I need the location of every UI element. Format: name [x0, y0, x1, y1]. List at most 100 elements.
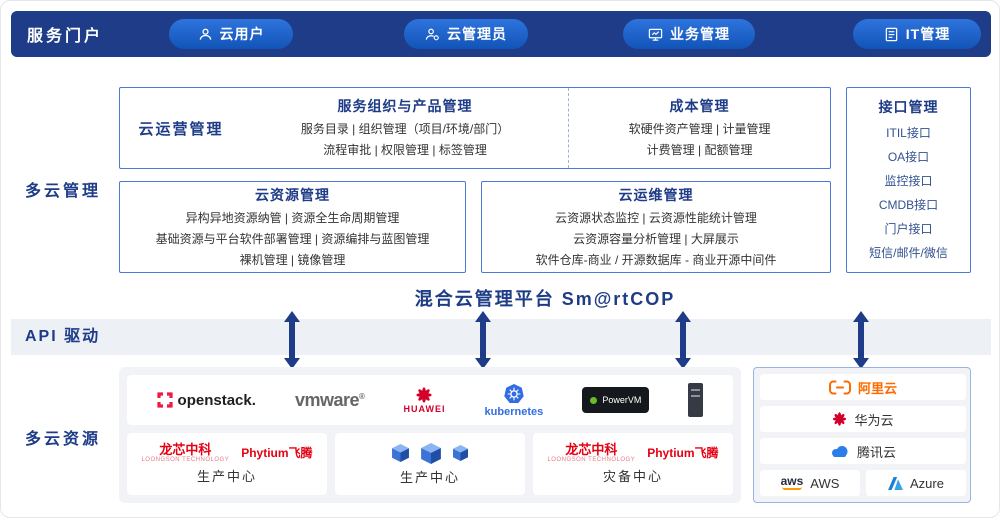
feature-line: 裸机管理 | 镜像管理	[239, 252, 346, 267]
cloud-resource-box: 云资源管理 异构异地资源纳管 | 资源全生命周期管理 基础资源与平台软件部署管理…	[119, 181, 466, 273]
feature-line: 服务目录 | 组织管理（项目/环境/部门）	[300, 122, 510, 136]
disaster-recovery-center-box: 龙芯中科 LOONGSON TECHNOLOGY Phytium飞腾 灾备中心	[533, 433, 733, 495]
feature-line: 软件仓库-商业 / 开源数据库 - 商业开源中间件	[535, 252, 777, 267]
tencent-cloud-icon	[831, 446, 848, 457]
admin-user-icon	[425, 28, 439, 40]
api-band: API 驱动	[11, 319, 991, 355]
api-band-label: API 驱动	[25, 328, 101, 345]
powervm-logo: PowerVM	[582, 387, 650, 413]
aws-logo: aws	[780, 474, 804, 490]
cloud-resource-title: 云资源管理	[255, 186, 330, 203]
center-logos	[392, 442, 468, 464]
cube-icon	[453, 445, 468, 461]
pill-it-mgmt[interactable]: IT管理	[853, 19, 981, 49]
loongson-sub: LOONGSON TECHNOLOGY	[547, 456, 636, 463]
center-label: 生产中心	[399, 469, 460, 485]
interface-item: 短信/邮件/微信	[869, 246, 948, 260]
loongson-logo: 龙芯中科 LOONGSON TECHNOLOGY	[547, 442, 636, 464]
production-center-box-2: 生产中心	[335, 433, 525, 495]
pill-label: 云管理员	[447, 26, 507, 42]
aws-wordmark: aws	[780, 474, 804, 488]
cloud-operation-title: 云运营管理	[138, 120, 224, 138]
feature-line: 流程审批 | 权限管理 | 标签管理	[323, 143, 487, 157]
alibaba-cloud-icon	[828, 380, 851, 394]
business-monitor-icon	[648, 28, 663, 41]
openstack-text: openstack.	[177, 391, 256, 409]
cloud-label: 华为云	[854, 412, 894, 428]
vmware-reg-mark: ®	[359, 391, 365, 401]
powervm-text: PowerVM	[602, 395, 642, 405]
feature-line: 基础资源与平台软件部署管理 | 资源编排与蓝图管理	[155, 231, 430, 246]
cloud-label: 阿里云	[857, 380, 897, 396]
interface-item: ITIL接口	[886, 126, 931, 140]
resources-panel: openstack. vmware® HUAWEI	[119, 367, 741, 503]
center-label: 灾备中心	[602, 469, 663, 485]
platform-title: 混合云管理平台 Sm@rtCOP	[414, 289, 676, 309]
interface-mgmt-box: 接口管理 ITIL接口 OA接口 监控接口 CMDB接口 门户接口 短信/邮件/…	[846, 87, 971, 273]
interface-item: OA接口	[887, 150, 930, 164]
cloud-operation-box: 云运营管理 服务组织与产品管理 服务目录 | 组织管理（项目/环境/部门） 流程…	[119, 87, 831, 169]
cloud-label: Azure	[910, 475, 944, 491]
pill-label: 业务管理	[670, 26, 730, 42]
pill-label: 云用户	[219, 26, 265, 42]
pill-cloud-user[interactable]: 云用户	[169, 19, 293, 49]
feature-line: 计费管理 | 配额管理	[646, 143, 753, 157]
cloud-ops-box: 云运维管理 云资源状态监控 | 云资源性能统计管理 云资源容量分析管理 | 大屏…	[481, 181, 831, 273]
azure-icon	[888, 476, 903, 490]
huawei-flower-icon	[416, 386, 433, 403]
cloud-row-alibaba: 阿里云	[760, 374, 966, 400]
vendor-logos-strip: openstack. vmware® HUAWEI	[127, 375, 733, 425]
openstack-icon	[156, 392, 173, 408]
loongson-sub: LOONGSON TECHNOLOGY	[141, 456, 230, 463]
huawei-text: HUAWEI	[403, 403, 446, 414]
kubernetes-wheel-icon	[504, 383, 524, 403]
double-arrow-icon	[853, 311, 869, 369]
interface-item: 监控接口	[884, 174, 933, 188]
server-tower-icon	[688, 383, 704, 417]
portal-label: 服务门户	[27, 28, 104, 45]
service-org-title: 服务组织与产品管理	[337, 98, 473, 114]
center-logos: 龙芯中科 LOONGSON TECHNOLOGY Phytium飞腾	[141, 441, 313, 464]
cloud-row-aws: aws AWS	[760, 470, 860, 496]
cloud-row-huaweicloud: 华为云	[760, 406, 966, 432]
feature-line: 软硬件资产管理 | 计量管理	[628, 122, 771, 136]
feature-line: 异构异地资源纳管 | 资源全生命周期管理	[185, 210, 400, 225]
it-document-icon	[885, 27, 898, 41]
interface-mgmt-title: 接口管理	[878, 99, 939, 115]
pill-label: IT管理	[905, 26, 951, 42]
kubernetes-logo: kubernetes	[485, 383, 543, 418]
openstack-logo: openstack.	[156, 391, 256, 409]
phytium-logo: Phytium飞腾	[647, 446, 719, 461]
loongson-name: 龙芯中科	[159, 441, 212, 457]
pill-business-mgmt[interactable]: 业务管理	[623, 19, 755, 49]
public-clouds-box: 阿里云 华为云 腾讯云	[753, 367, 971, 503]
double-arrow-icon	[675, 311, 691, 369]
multicloud-mgmt-label: 多云管理	[25, 183, 102, 200]
cloud-row-azure: Azure	[866, 470, 966, 496]
cube-icon	[421, 442, 441, 464]
user-icon	[199, 28, 211, 40]
multicloud-resources-label: 多云资源	[25, 431, 102, 448]
feature-line: 云资源容量分析管理 | 大屏展示	[573, 231, 739, 246]
production-center-box-1: 龙芯中科 LOONGSON TECHNOLOGY Phytium飞腾 生产中心	[127, 433, 327, 495]
feature-line: 云资源状态监控 | 云资源性能统计管理	[555, 210, 757, 225]
huawei-flower-icon	[833, 412, 847, 426]
huawei-logo: HUAWEI	[403, 386, 446, 414]
loongson-logo: 龙芯中科 LOONGSON TECHNOLOGY	[141, 441, 230, 464]
center-label: 生产中心	[196, 469, 257, 485]
cloud-label: AWS	[810, 475, 840, 491]
phytium-logo: Phytium飞腾	[241, 446, 313, 461]
vmware-text: vmware	[294, 389, 360, 410]
double-arrow-icon	[475, 311, 491, 369]
aws-smile-icon	[781, 487, 802, 490]
cost-mgmt-title: 成本管理	[669, 98, 730, 114]
interface-item: 门户接口	[884, 222, 933, 236]
cloud-ops-title: 云运维管理	[618, 186, 694, 203]
cost-mgmt-section: 成本管理 软硬件资产管理 | 计量管理 计费管理 | 配额管理	[568, 88, 830, 168]
service-portal-bar: 服务门户 云用户 云管理员 业务管理	[11, 11, 991, 57]
interface-item: CMDB接口	[878, 198, 939, 212]
cloud-label: 腾讯云	[856, 444, 896, 460]
center-logos: 龙芯中科 LOONGSON TECHNOLOGY Phytium飞腾	[547, 442, 719, 464]
vmware-logo: vmware®	[294, 389, 365, 411]
pill-cloud-admin[interactable]: 云管理员	[404, 19, 528, 49]
